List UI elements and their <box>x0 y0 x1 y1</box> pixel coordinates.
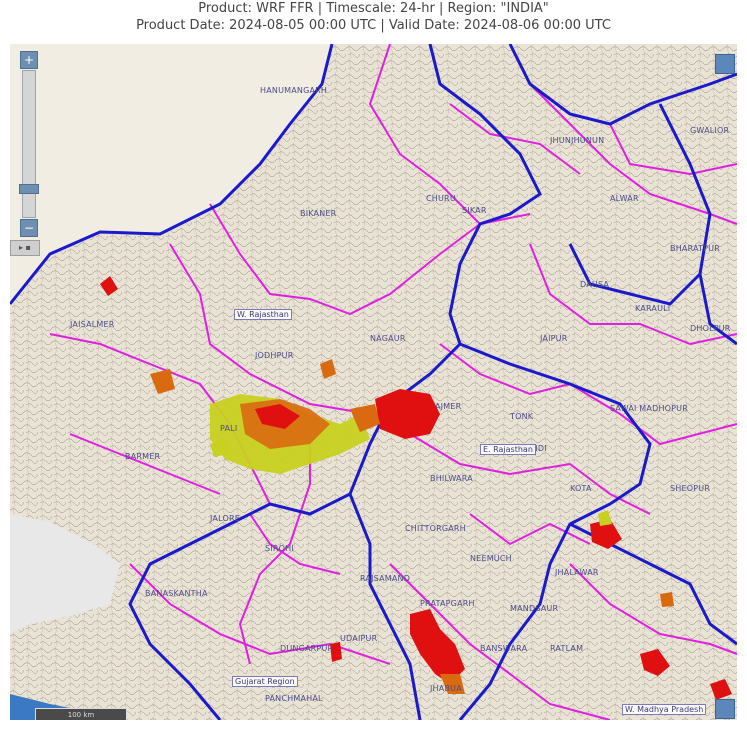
place-label: JHABUA <box>430 684 462 693</box>
place-label: JAIPUR <box>540 334 568 343</box>
place-label: CHURU <box>426 194 456 203</box>
place-label: PRATAPGARH <box>420 599 475 608</box>
place-label: BHARATPUR <box>670 244 720 253</box>
place-label: KARAULI <box>635 304 671 313</box>
flood-risk-areas <box>100 276 732 700</box>
place-label: JAISALMER <box>70 320 115 329</box>
place-label: PANCHMAHAL <box>265 694 323 703</box>
place-label: UDAIPUR <box>340 634 378 643</box>
zoom-slider-track[interactable] <box>22 70 36 218</box>
place-label: HANUMANGARH <box>260 86 328 95</box>
place-label: KOTA <box>570 484 592 493</box>
place-label: ALWAR <box>610 194 639 203</box>
place-label: BANASKANTHA <box>145 589 208 598</box>
place-label: RAJSAMAND <box>360 574 411 583</box>
flood-risk-map[interactable]: HANUMANGARH BIKANER CHURU JAISALMER JODH… <box>10 44 737 720</box>
product-date-line: Product Date: 2024-08-05 00:00 UTC | Val… <box>136 18 611 33</box>
place-label: DUNGARPUR <box>280 644 334 653</box>
overview-map-icon[interactable] <box>715 699 735 719</box>
layer-toggle-button[interactable]: ▸ ▪ <box>10 240 40 256</box>
place-label: BHILWARA <box>430 474 473 483</box>
place-label: JHUNJHUNUN <box>550 136 605 145</box>
place-label: DAUSA <box>580 280 610 289</box>
place-label: TONK <box>510 412 534 421</box>
map-canvas <box>10 44 737 720</box>
place-label: DHOLPUR <box>690 324 731 333</box>
place-label: NEEMUCH <box>470 554 512 563</box>
place-label: SIKAR <box>462 206 487 215</box>
scale-bar: 100 km <box>35 708 127 720</box>
place-label: MANDSAUR <box>510 604 559 613</box>
place-label: BANSWARA <box>480 644 528 653</box>
place-label: BARMER <box>125 452 161 461</box>
place-label: AJMER <box>435 402 462 411</box>
place-label: RATLAM <box>550 644 584 653</box>
zoom-in-button[interactable]: + <box>20 51 38 69</box>
place-label: CHITTORGARH <box>405 524 466 533</box>
region-label: Gujarat Region <box>232 676 298 687</box>
region-label: E. Rajasthan <box>480 444 536 455</box>
place-label: JHALAWAR <box>555 568 599 577</box>
zoom-out-button[interactable]: − <box>20 219 38 237</box>
product-header: Product: WRF FFR | Timescale: 24-hr | Re… <box>0 0 747 44</box>
place-label: NAGAUR <box>370 334 406 343</box>
region-label: W. Rajasthan <box>234 309 292 320</box>
zoom-slider-handle[interactable] <box>19 184 39 194</box>
place-label: SAWAI MADHOPUR <box>610 404 688 413</box>
place-label: BIKANER <box>300 209 337 218</box>
place-label: JODHPUR <box>255 351 294 360</box>
layer-switcher-icon[interactable] <box>715 54 735 74</box>
place-label: JALORE <box>210 514 240 523</box>
outside-region <box>10 44 332 304</box>
place-label: GWALIOR <box>690 126 730 135</box>
sea-area <box>10 514 120 634</box>
region-label: W. Madhya Pradesh <box>622 704 707 715</box>
place-label: SIROHI <box>265 544 294 553</box>
place-label: PALI <box>220 424 238 433</box>
product-title-line: Product: WRF FFR | Timescale: 24-hr | Re… <box>198 1 549 16</box>
place-label: SHEOPUR <box>670 484 711 493</box>
